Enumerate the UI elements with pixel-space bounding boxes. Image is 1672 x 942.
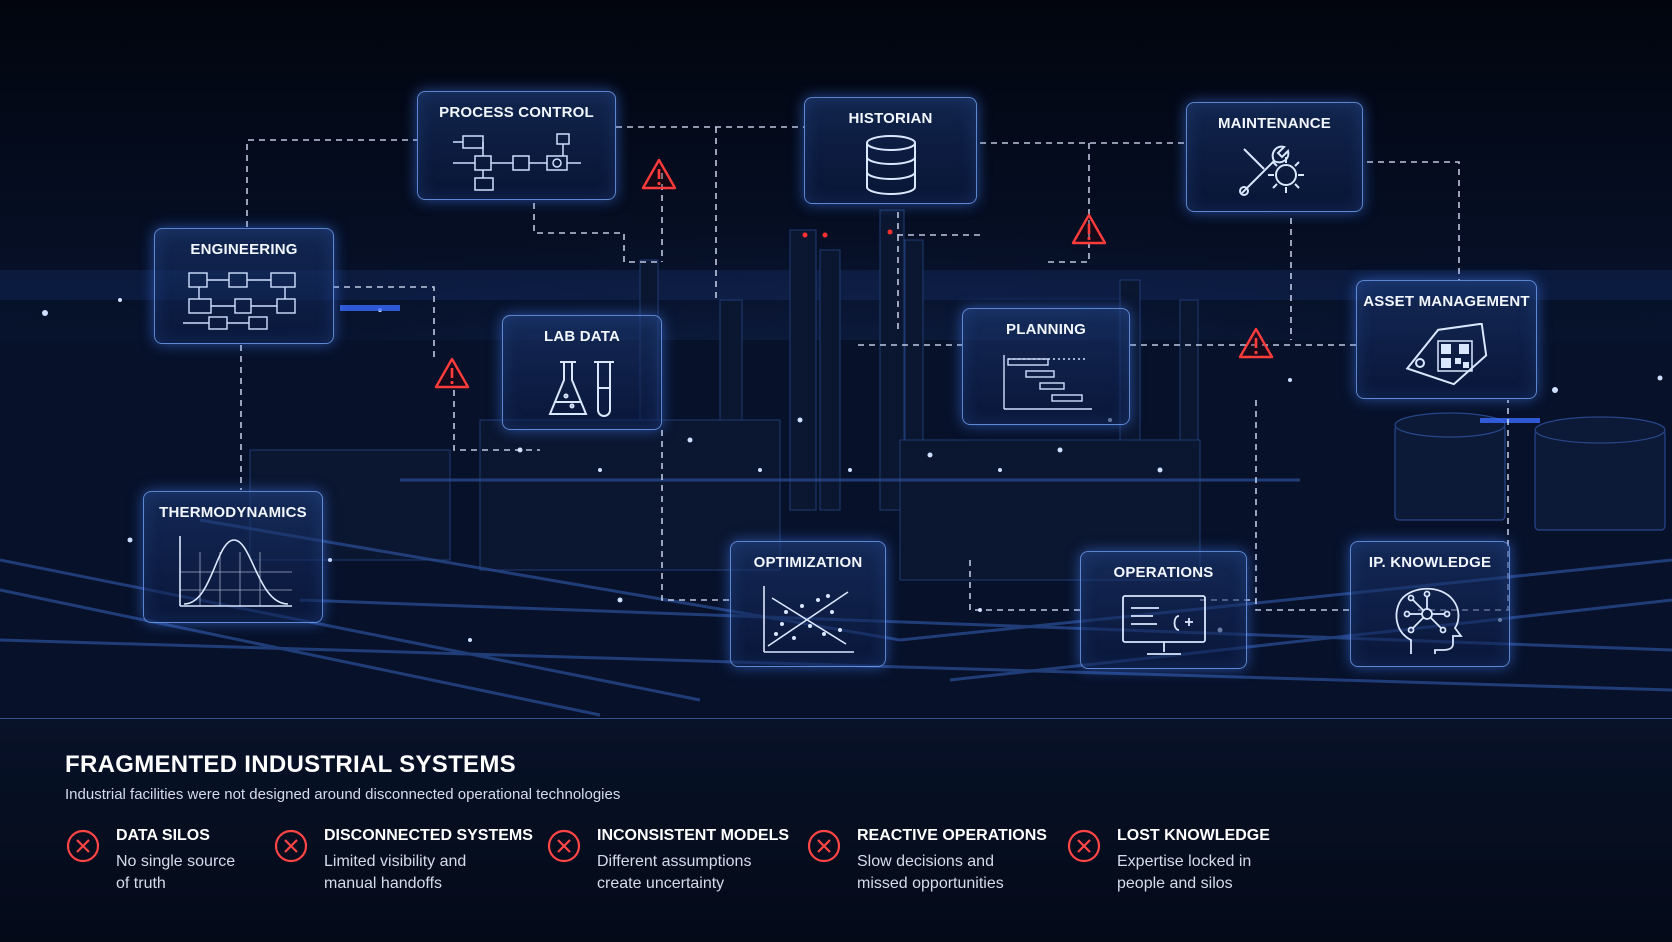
panel-subtitle: Industrial facilities were not designed …	[65, 786, 621, 803]
engineering-label: ENGINEERING	[190, 241, 298, 258]
head-network-icon	[1395, 587, 1463, 654]
error-x-icon	[66, 829, 100, 863]
scatter-plot-icon	[763, 586, 854, 653]
issue-description: Slow decisions and missed opportunities	[857, 851, 1047, 895]
optimization-box[interactable]: OPTIMIZATION	[730, 541, 886, 667]
issue-desc-line1: Slow decisions and	[857, 853, 994, 870]
issue-desc-line2: create uncertainty	[597, 875, 725, 892]
lab-data-label: LAB DATA	[543, 328, 621, 345]
issue-description: Limited visibility and manual handoffs	[324, 851, 514, 895]
warning-icon	[1071, 213, 1107, 245]
issue-title: DISCONNECTED SYSTEMS	[324, 827, 533, 844]
maintenance-box[interactable]: MAINTENANCE	[1186, 102, 1363, 212]
issue-title: REACTIVE OPERATIONS	[857, 827, 1047, 844]
thermodynamics-label: THERMODYNAMICS	[159, 504, 307, 521]
error-x-icon	[547, 829, 581, 863]
planning-box[interactable]: PLANNING	[962, 308, 1130, 425]
issue-desc-line2: manual handoffs	[324, 875, 443, 892]
issue-desc-line1: Expertise locked in	[1117, 853, 1252, 870]
error-x-icon	[807, 829, 841, 863]
bell-curve-icon	[179, 536, 292, 607]
error-x-icon	[1067, 829, 1101, 863]
issue-desc-line1: Limited visibility and	[324, 853, 467, 870]
schematic-icon	[183, 272, 296, 330]
issue-desc-line2: missed opportunities	[857, 875, 1004, 892]
issue-disconnected-systems: DISCONNECTED SYSTEMS Limited visibility …	[274, 827, 533, 907]
ip-knowledge-label: IP. KNOWLEDGE	[1368, 554, 1492, 571]
process-control-label: PROCESS CONTROL	[439, 104, 594, 121]
issue-data-silos: DATA SILOS No single source of truth	[66, 827, 316, 907]
ip-knowledge-box[interactable]: IP. KNOWLEDGE	[1350, 541, 1510, 667]
error-x-icon	[274, 829, 308, 863]
issue-description: Different assumptions create uncertainty	[597, 851, 787, 895]
engineering-box[interactable]: ENGINEERING	[154, 228, 334, 344]
panel-title: FRAGMENTED INDUSTRIAL SYSTEMS	[65, 751, 516, 778]
issue-lost-knowledge: LOST KNOWLEDGE Expertise locked in people…	[1067, 827, 1317, 907]
monitor-icon	[1121, 595, 1206, 655]
process-flow-diagram-icon	[452, 133, 581, 191]
issue-desc-line1: Different assumptions	[597, 853, 752, 870]
issue-title: LOST KNOWLEDGE	[1117, 827, 1270, 844]
optimization-label: OPTIMIZATION	[753, 554, 863, 571]
database-icon	[865, 135, 916, 195]
thermodynamics-box[interactable]: THERMODYNAMICS	[143, 491, 323, 623]
warning-icon	[434, 357, 470, 389]
issue-desc-line2: people and silos	[1117, 875, 1233, 892]
warning-icon	[1238, 327, 1274, 359]
issue-title: INCONSISTENT MODELS	[597, 827, 790, 844]
info-panel: FRAGMENTED INDUSTRIAL SYSTEMS Industrial…	[0, 718, 1672, 942]
lab-data-box[interactable]: LAB DATA	[502, 315, 662, 430]
qr-tag-icon	[1405, 323, 1487, 386]
operations-box[interactable]: OPERATIONS	[1080, 551, 1247, 669]
process-control-box[interactable]: PROCESS CONTROL	[417, 91, 616, 200]
historian-box[interactable]: HISTORIAN	[804, 97, 977, 204]
operations-label: OPERATIONS	[1113, 564, 1214, 581]
asset-management-box[interactable]: ASSET MANAGEMENT	[1356, 280, 1537, 399]
issue-description: Expertise locked in people and silos	[1117, 851, 1307, 895]
warning-icon	[641, 158, 677, 190]
gantt-chart-icon	[1003, 355, 1092, 410]
historian-label: HISTORIAN	[848, 110, 933, 127]
issue-description: No single source of truth	[116, 851, 306, 895]
asset-management-label: ASSET MANAGEMENT	[1363, 293, 1530, 310]
lab-flask-icon	[548, 361, 614, 417]
issue-inconsistent-models: INCONSISTENT MODELS Different assumption…	[547, 827, 797, 907]
planning-label: PLANNING	[1006, 321, 1086, 338]
issue-reactive-operations: REACTIVE OPERATIONS Slow decisions and mi…	[807, 827, 1057, 907]
issue-desc-line1: No single source	[116, 853, 236, 870]
wrench-gear-icon	[1238, 145, 1304, 196]
issue-title: DATA SILOS	[116, 827, 210, 844]
issue-desc-line2: of truth	[116, 875, 166, 892]
maintenance-label: MAINTENANCE	[1217, 115, 1332, 132]
